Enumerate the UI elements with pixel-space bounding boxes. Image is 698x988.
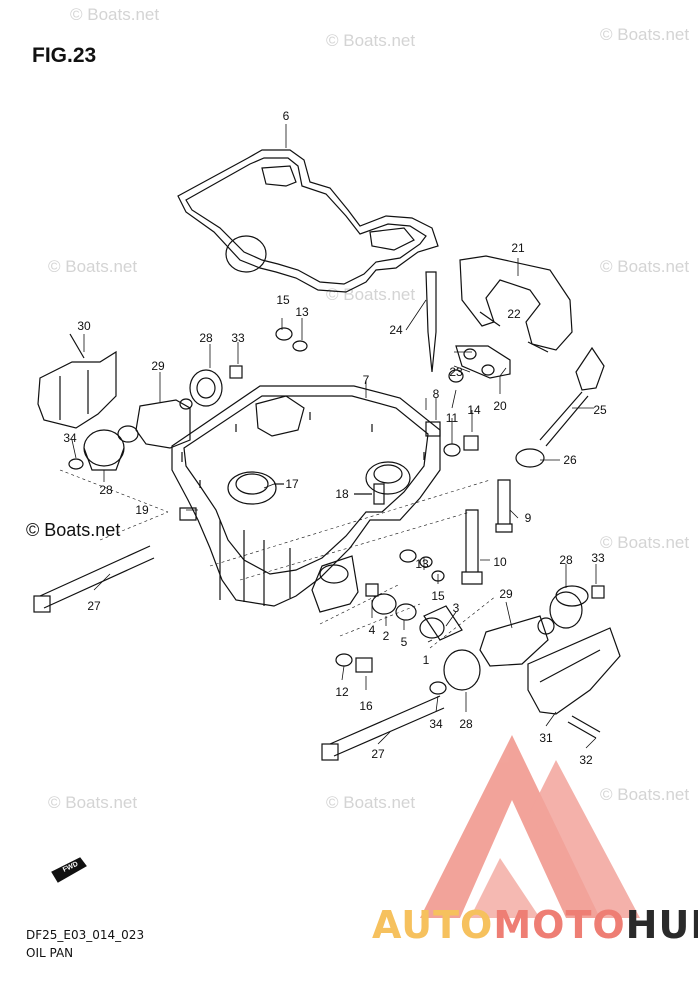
callout-label: 14: [467, 403, 481, 417]
callout-label: 24: [389, 323, 403, 337]
callout-label: 15: [276, 293, 290, 307]
callout-label: 28: [459, 717, 473, 731]
callout-label: 28: [199, 331, 213, 345]
callout-label: 26: [563, 453, 577, 467]
oil-pan-body: [171, 385, 441, 607]
callout-label: 25: [593, 403, 607, 417]
watermark: © Boats.net: [48, 793, 137, 812]
brand-triangle-logo: [420, 735, 640, 918]
callout-label: 6: [283, 109, 290, 123]
fwd-arrow-icon: [51, 857, 87, 883]
callout-label: 9: [525, 511, 532, 525]
callout-label: 13: [415, 557, 429, 571]
watermark: © Boats.net: [326, 31, 415, 50]
figure-name: OIL PAN: [26, 946, 74, 960]
callout-label: 10: [493, 555, 507, 569]
callout-label: 19: [135, 503, 149, 517]
gasket-part: [177, 149, 439, 293]
watermark: © Boats.net: [600, 533, 689, 552]
figure-code: DF25_E03_014_023: [26, 928, 145, 942]
bolt-27-lower: [329, 695, 445, 757]
watermark: © Boats.net: [326, 793, 415, 812]
callout-label: 5: [401, 635, 408, 649]
callout-label: 22: [507, 307, 521, 321]
callout-label: 16: [359, 699, 373, 713]
callout-label: 11: [446, 411, 459, 425]
callout-label: 20: [493, 399, 507, 413]
callout-label: 28: [99, 483, 113, 497]
callout-label: 13: [295, 305, 309, 319]
dipstick-24: [425, 271, 437, 373]
callout-label: 21: [511, 241, 525, 255]
callout-label: 27: [371, 747, 385, 761]
brand-logo-part1: AUTO: [372, 903, 494, 947]
callout-label: 34: [63, 431, 77, 445]
pipe-21: [459, 255, 573, 351]
callout-label: 29: [151, 359, 165, 373]
callout-label: 29: [499, 587, 513, 601]
callout-label: 32: [579, 753, 593, 767]
callout-label: 30: [77, 319, 91, 333]
callout-label: 33: [591, 551, 605, 565]
callout-label: 7: [363, 373, 370, 387]
callout-label: 8: [433, 387, 440, 401]
bolt-27: [39, 545, 155, 609]
watermark: © Boats.net: [600, 25, 689, 44]
gauge-25: [575, 346, 605, 391]
callout-label: 17: [285, 477, 299, 491]
watermark: © Boats.net: [48, 257, 137, 276]
watermark: © Boats.net: [326, 285, 415, 304]
callout-label: 18: [335, 487, 349, 501]
callout-label: 12: [335, 685, 349, 699]
watermark-prominent: © Boats.net: [26, 520, 121, 540]
brand-logo-text: AUTOMOTOHUB: [372, 906, 698, 944]
callout-label: 28: [559, 553, 573, 567]
watermark: © Boats.net: [600, 785, 689, 804]
brand-logo-part2: MOTO: [493, 903, 626, 947]
callout-label: 3: [453, 601, 460, 615]
callout-label: 34: [429, 717, 443, 731]
callout-label: 31: [539, 731, 553, 745]
watermark: © Boats.net: [600, 257, 689, 276]
callout-label: 2: [383, 629, 390, 643]
brand-logo-part3: HUB: [625, 903, 698, 947]
callout-label: 23: [449, 365, 463, 379]
watermark: © Boats.net: [70, 5, 159, 24]
bracket-31: [527, 627, 621, 715]
figure-title: FIG.23: [32, 44, 97, 67]
callout-label: 33: [231, 331, 245, 345]
bracket-30: [37, 350, 117, 429]
callout-label: 1: [423, 653, 430, 667]
callout-label: 4: [369, 623, 376, 637]
callout-label: 15: [431, 589, 445, 603]
callout-label: 27: [87, 599, 101, 613]
